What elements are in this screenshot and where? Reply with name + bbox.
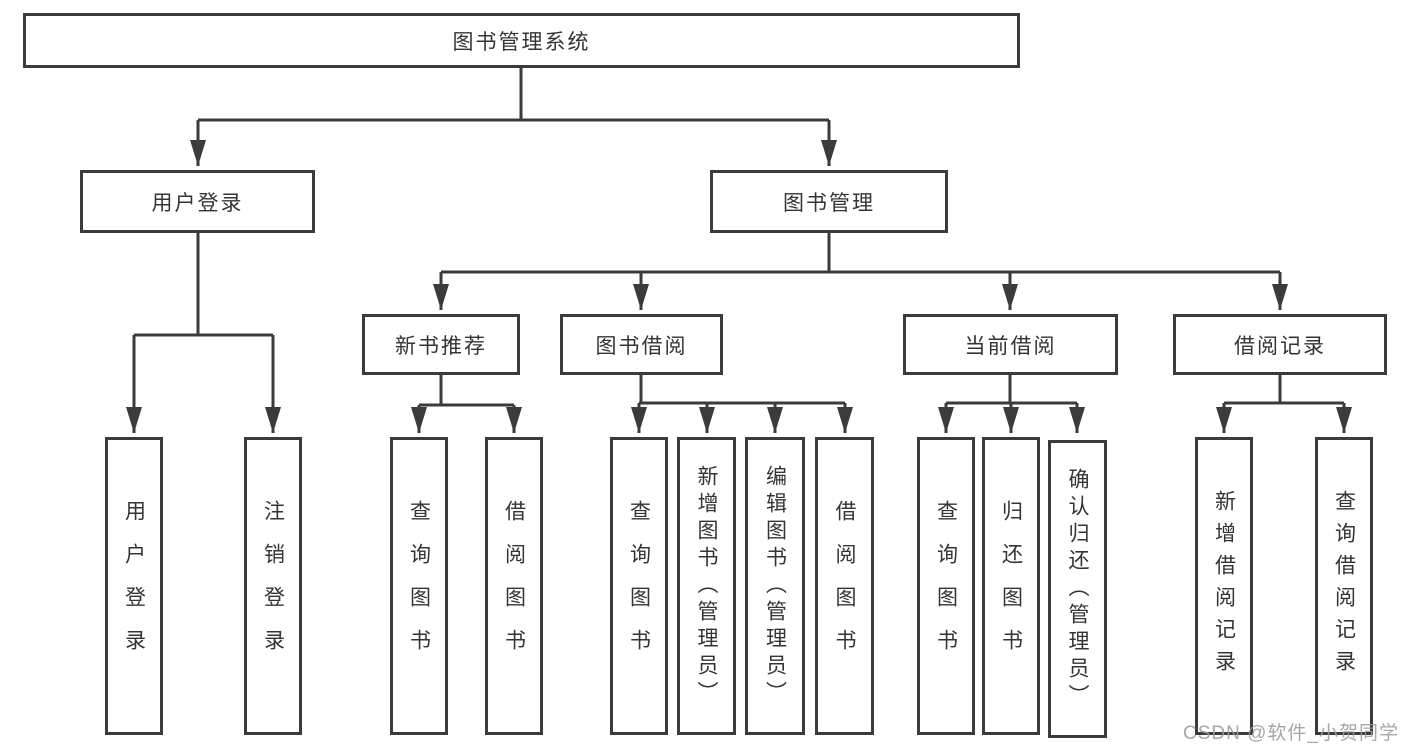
leaf-query-borrow-record-label: 查询借阅记录 <box>1332 490 1356 682</box>
node-borrow-records: 借阅记录 <box>1173 314 1387 375</box>
node-book-borrow: 图书借阅 <box>560 314 723 375</box>
leaf-edit-books-admin-label: 编辑图书（管理员） <box>763 464 787 708</box>
leaf-confirm-return-admin: 确认归还（管理员） <box>1048 440 1107 738</box>
csdn-watermark: CSDN @软件_小贺同学 <box>1183 723 1399 744</box>
leaf-query-books-borrow: 查询图书 <box>610 437 668 735</box>
leaf-query-borrow-record: 查询借阅记录 <box>1315 437 1373 735</box>
leaf-query-books-current: 查询图书 <box>917 437 975 735</box>
leaf-return-books-label: 归还图书 <box>999 500 1023 672</box>
leaf-add-books-admin-label: 新增图书（管理员） <box>695 464 718 708</box>
leaf-return-books: 归还图书 <box>982 437 1040 735</box>
leaf-query-books-borrow-label: 查询图书 <box>627 500 651 672</box>
leaf-query-books-recommend-label: 查询图书 <box>407 500 431 672</box>
leaf-borrow-books-label: 借阅图书 <box>833 500 856 672</box>
node-user-login: 用户登录 <box>80 170 315 233</box>
leaf-query-books-recommend: 查询图书 <box>390 437 448 735</box>
leaf-borrow-books: 借阅图书 <box>815 437 874 735</box>
leaf-borrow-books-recommend: 借阅图书 <box>485 437 543 735</box>
leaf-logout: 注销登录 <box>244 437 302 735</box>
node-root-system: 图书管理系统 <box>23 13 1020 68</box>
node-current-borrow: 当前借阅 <box>903 314 1118 375</box>
leaf-confirm-return-admin-label: 确认归还（管理员） <box>1066 467 1089 711</box>
leaf-logout-label: 注销登录 <box>261 500 285 672</box>
leaf-user-login-label: 用户登录 <box>122 500 146 672</box>
leaf-user-login: 用户登录 <box>105 437 163 735</box>
leaf-borrow-books-recommend-label: 借阅图书 <box>502 500 526 672</box>
leaf-query-books-current-label: 查询图书 <box>934 500 958 672</box>
leaf-add-borrow-record-label: 新增借阅记录 <box>1212 490 1236 682</box>
node-new-book-recommend: 新书推荐 <box>362 314 520 375</box>
node-book-management: 图书管理 <box>710 170 948 233</box>
leaf-add-borrow-record: 新增借阅记录 <box>1195 437 1253 735</box>
leaf-add-books-admin: 新增图书（管理员） <box>677 437 736 735</box>
leaf-edit-books-admin: 编辑图书（管理员） <box>745 437 805 735</box>
